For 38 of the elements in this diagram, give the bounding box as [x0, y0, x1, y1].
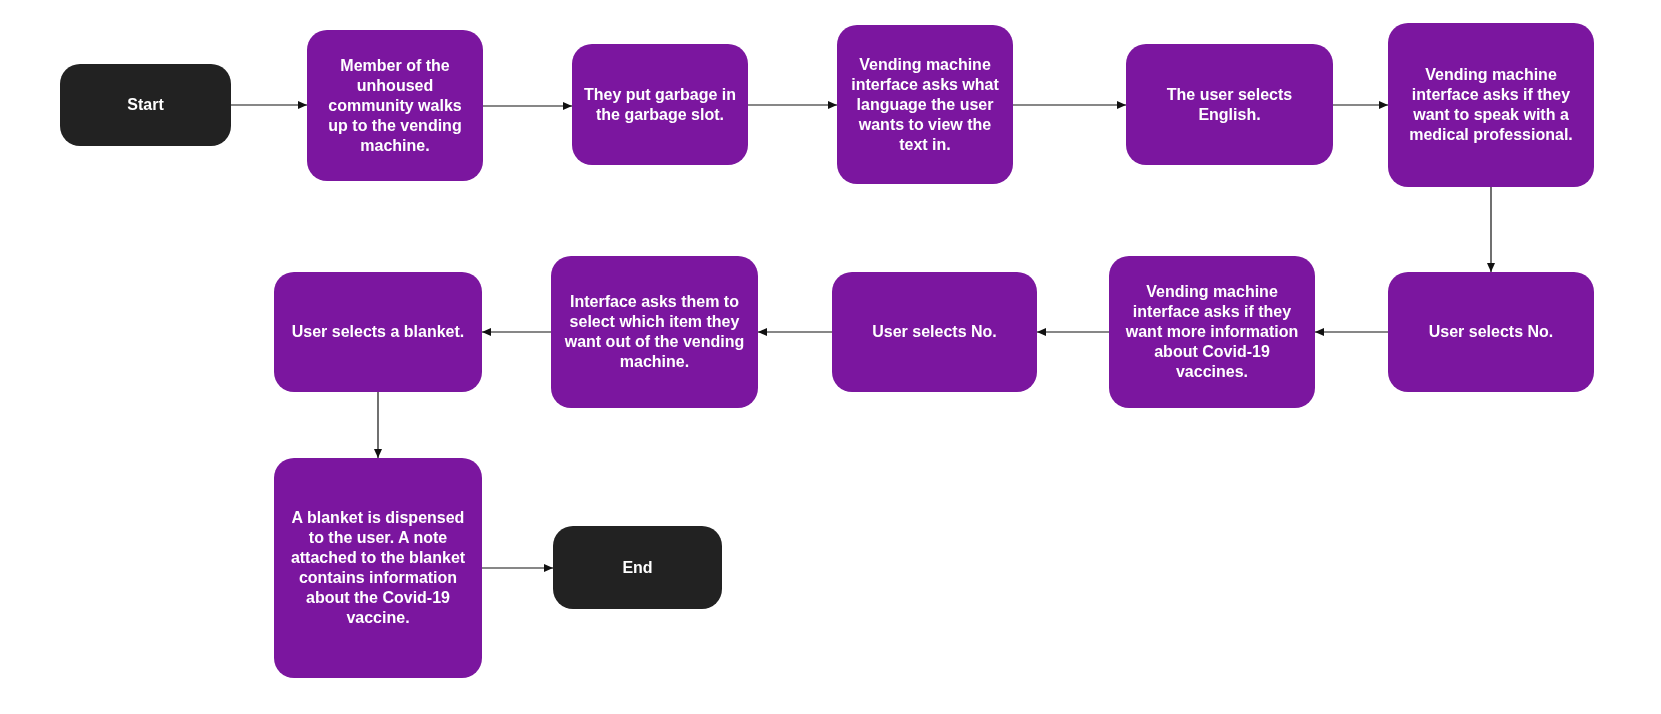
- arrow: [1487, 186, 1495, 273]
- node-text: End: [622, 557, 653, 578]
- arrow: [1332, 101, 1389, 109]
- node-text: The user selects English.: [1165, 84, 1294, 125]
- node-text: User selects a blanket.: [291, 322, 465, 342]
- node-text: They put garbage in the garbage slot.: [583, 84, 737, 125]
- process-box: [572, 44, 748, 165]
- node-text: Vending machine interface asks what language the user wants to view the text in.: [850, 54, 1000, 155]
- process-box: [832, 272, 1037, 392]
- arrow: [757, 328, 833, 336]
- process-box: [1109, 256, 1315, 408]
- process-box: [274, 272, 482, 392]
- arrow: [230, 101, 308, 109]
- process-box: [551, 256, 758, 408]
- node-text: Interface asks them to select which item they want out of the vending machine.: [563, 292, 746, 372]
- arrow: [481, 328, 552, 336]
- process-box: [307, 30, 483, 181]
- node-text: Member of the unhoused community walks up to the vending machine.: [327, 55, 463, 156]
- node-text: User selects No.: [1428, 322, 1554, 342]
- node-text: A blanket is dispensed to the user. A note attached to the blanket contains information about the Covid-19 vaccine.: [289, 508, 467, 628]
- arrow: [1012, 101, 1127, 109]
- node-text: Vending machine interface asks if they want more information about Covid-19 vaccines.: [1124, 282, 1300, 382]
- node-text: User selects No.: [872, 322, 997, 342]
- arrow: [1314, 328, 1389, 336]
- arrow: [374, 391, 382, 459]
- node-text: Start: [127, 95, 164, 115]
- process-box: [274, 458, 482, 678]
- process-box: [1388, 272, 1594, 392]
- process-box: [1388, 23, 1594, 187]
- terminal-box: [553, 526, 722, 609]
- process-box: [1126, 44, 1333, 165]
- terminal-box: [60, 64, 231, 146]
- process-box: [837, 25, 1013, 184]
- arrow: [481, 564, 554, 572]
- arrow: [747, 101, 838, 109]
- arrow: [1036, 328, 1110, 336]
- node-text: Vending machine interface asks if they want to speak with a medical professional.: [1408, 65, 1574, 145]
- arrow: [482, 102, 573, 110]
